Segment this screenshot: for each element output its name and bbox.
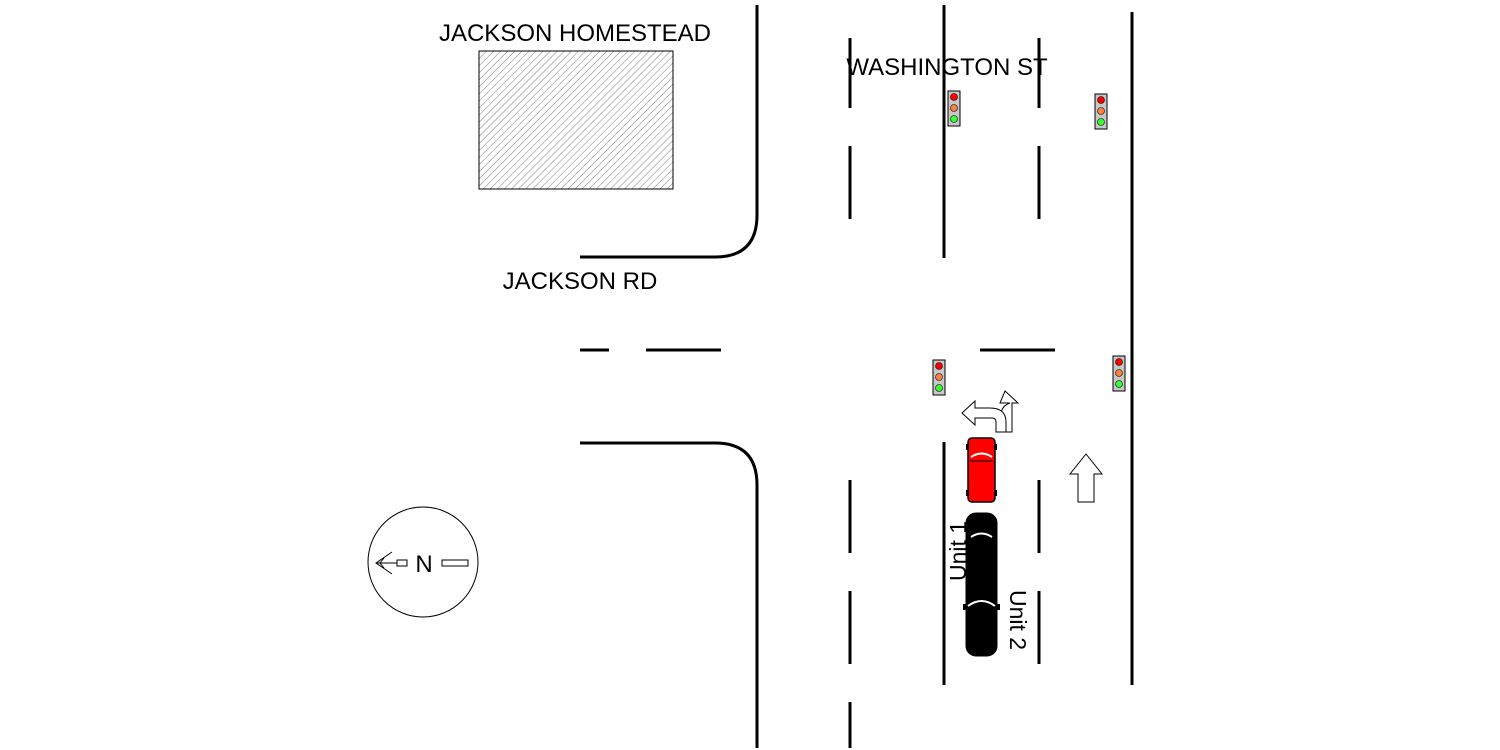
building-label: JACKSON HOMESTEAD	[439, 20, 711, 47]
left-or-straight-arrow-icon	[961, 390, 1020, 433]
north-compass-icon	[367, 506, 479, 618]
jackson-homestead-building	[478, 50, 674, 190]
traffic-light-icon	[1112, 355, 1126, 392]
north-label: N	[415, 551, 432, 578]
traffic-light-icon	[947, 90, 961, 127]
unit-2-vehicle	[963, 512, 1000, 657]
washington-st-label: WASHINGTON ST	[846, 54, 1048, 81]
unit-2-label: Unit 2	[1005, 590, 1031, 650]
jackson-rd-label: JACKSON RD	[503, 268, 658, 295]
unit-1-vehicle	[966, 437, 997, 503]
lane-dashes	[580, 38, 1055, 748]
road-edges	[580, 5, 1134, 748]
straight-arrow-icon	[1068, 453, 1104, 503]
unit-1-label: Unit 1	[945, 521, 971, 581]
traffic-light-icon	[1094, 93, 1108, 130]
traffic-light-icon	[932, 359, 946, 396]
